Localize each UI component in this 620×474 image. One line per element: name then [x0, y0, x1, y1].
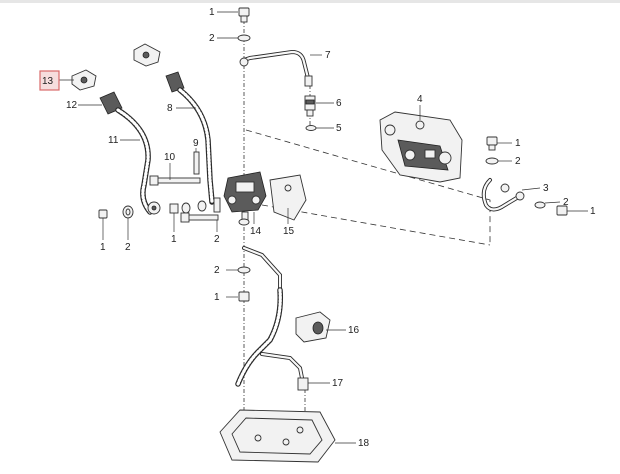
callout-labels: 1 2 7 6 5 4 13 12 8 11 10 9 1 2 3 2 1 1 …	[42, 7, 596, 449]
callout-1-mid[interactable]: 1	[171, 234, 177, 245]
leader-lines	[54, 11, 588, 444]
pipe-part-3	[481, 178, 525, 212]
callout-10[interactable]: 10	[164, 152, 176, 163]
valve-assembly-part-14	[223, 171, 267, 223]
bolt-part-1-right-low	[556, 205, 568, 216]
bolts-lower-row	[169, 197, 221, 223]
callout-8[interactable]: 8	[167, 103, 173, 114]
fitting-part-17	[297, 377, 309, 391]
banjo-part-left	[147, 201, 161, 215]
washer-part-center	[238, 218, 250, 226]
callout-1-right-low[interactable]: 1	[590, 206, 596, 217]
callout-1-top[interactable]: 1	[209, 7, 215, 18]
callout-6[interactable]: 6	[336, 98, 342, 109]
bolt-part-1-right	[486, 136, 498, 151]
bolt-part-1-lower	[238, 291, 250, 302]
callout-2-top[interactable]: 2	[209, 33, 215, 44]
callout-2-mid[interactable]: 2	[214, 234, 220, 245]
callout-1-left[interactable]: 1	[100, 242, 106, 253]
control-block-part-4	[379, 111, 463, 183]
callout-7[interactable]: 7	[325, 50, 331, 61]
bracket-part-15	[269, 174, 307, 221]
valve-part-6	[304, 95, 316, 117]
callout-14[interactable]: 14	[250, 226, 262, 237]
bolt-part-10	[149, 175, 201, 186]
callout-4[interactable]: 4	[417, 94, 423, 105]
callout-18[interactable]: 18	[358, 438, 370, 449]
fitting-part-13	[71, 69, 97, 91]
callout-1-lower[interactable]: 1	[214, 292, 220, 303]
bolt-part-1-top	[238, 7, 250, 23]
washer-part-2-lower	[237, 266, 251, 274]
pipe-part-7	[239, 49, 313, 87]
callout-13[interactable]: 13	[42, 76, 54, 87]
callout-5[interactable]: 5	[336, 123, 342, 134]
callout-2-right-low[interactable]: 2	[563, 197, 569, 208]
sensor-part-16	[295, 311, 331, 343]
bolt-part-1-left	[98, 209, 108, 240]
callout-2-left[interactable]: 2	[125, 242, 131, 253]
washer-part-2-right	[485, 157, 499, 165]
washer-part-2-left	[122, 205, 134, 219]
callout-1-right[interactable]: 1	[515, 138, 521, 149]
pin-part-9	[193, 151, 200, 175]
callout-3[interactable]: 3	[543, 183, 549, 194]
callout-17[interactable]: 17	[332, 378, 344, 389]
hose-part-8	[165, 71, 215, 205]
callout-9[interactable]: 9	[193, 138, 199, 149]
hose-lower-assembly	[235, 246, 304, 387]
callout-12[interactable]: 12	[66, 100, 78, 111]
callout-15[interactable]: 15	[283, 226, 295, 237]
assembly-guide-lines	[243, 20, 491, 440]
washer-part-5	[305, 125, 317, 131]
top-border	[0, 0, 620, 3]
hose-part-11	[115, 107, 153, 215]
washer-part-2-top	[237, 34, 251, 42]
callout-16[interactable]: 16	[348, 325, 360, 336]
callout-2-right[interactable]: 2	[515, 156, 521, 167]
washer-part-2-right-low	[534, 201, 546, 209]
selected-callout-highlight	[39, 70, 60, 91]
callout-11[interactable]: 11	[108, 135, 119, 146]
banjo-fitting-top	[133, 43, 161, 67]
cover-plate-part-18	[219, 409, 336, 463]
callout-2-lower[interactable]: 2	[214, 265, 220, 276]
